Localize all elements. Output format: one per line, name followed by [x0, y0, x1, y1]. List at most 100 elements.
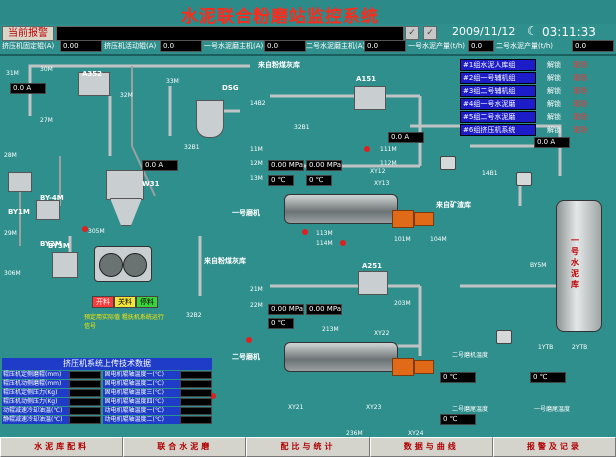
nav-cement-batching[interactable]: 水泥库配料: [0, 437, 124, 457]
title-bar: [0, 0, 616, 24]
label-mill-2: 二号磨机: [232, 353, 260, 361]
mill-2[interactable]: [284, 342, 398, 372]
tag: 2YTB: [572, 344, 588, 351]
status-dot: [210, 393, 216, 399]
clock-icon: ☾: [527, 24, 538, 38]
group-legend: #1组水泥人库组解锁现场 #2组一号辅机组解锁现场 #3组二号辅机组解锁现场 #…: [460, 58, 608, 137]
legend-row[interactable]: #1组水泥人库组解锁现场: [460, 58, 608, 71]
hopper-a151[interactable]: [354, 86, 386, 110]
tag: XY22: [374, 330, 390, 337]
reading-temp: 0 ℃: [530, 372, 566, 383]
status-dot: [364, 146, 370, 152]
tag: 114M: [316, 240, 333, 247]
fan[interactable]: [496, 330, 512, 344]
tag: XY21: [288, 404, 304, 411]
param-value: 0.0: [572, 40, 614, 52]
alarm-display: [56, 26, 404, 41]
roller-left: [99, 253, 123, 277]
dust-collector[interactable]: [196, 100, 224, 138]
mill-1[interactable]: [284, 194, 398, 224]
tag: 30M: [40, 66, 53, 73]
legend-row[interactable]: #5组二号水泥磨解锁现场: [460, 110, 608, 123]
param-value: 0.00: [60, 40, 102, 52]
tag: 306M: [4, 270, 21, 277]
separator: [0, 54, 616, 56]
tag: 111M: [380, 146, 397, 153]
reading-mpa: 0.00 MPa: [306, 160, 342, 171]
page-title: 水泥联合粉磨站监控系统: [181, 7, 379, 27]
legend-row[interactable]: #3组二号辅机组解锁现场: [460, 84, 608, 97]
reading-amps: 0.0 A: [388, 132, 424, 143]
status-dot: [82, 226, 88, 232]
legend-row[interactable]: #6组挤压机系统解锁现场: [460, 123, 608, 136]
tag: XY23: [366, 404, 382, 411]
time-display: 03:11:33: [542, 25, 596, 39]
tag: XY12: [370, 168, 386, 175]
tag: 13M: [250, 175, 263, 182]
mill1-tail-temp-label: 一号磨尾温度: [534, 406, 571, 413]
reading-temp: 0 ℃: [306, 175, 332, 186]
tag: 32B1: [294, 124, 310, 131]
tag: 33M: [166, 78, 179, 85]
fan[interactable]: [516, 172, 532, 186]
cement-silo[interactable]: [556, 200, 602, 332]
bin-by1m[interactable]: [8, 172, 32, 192]
label-a251: A251: [362, 262, 383, 270]
reading-mpa: 0.00 MPa: [306, 304, 342, 315]
panel-title: 挤压机系统上传技术数据: [2, 358, 212, 370]
label-by3m: BY3M: [48, 242, 70, 250]
mill-2-motor[interactable]: [392, 358, 414, 376]
hopper-a251[interactable]: [358, 271, 388, 295]
reading-amps: 0.0 A: [142, 160, 178, 171]
mill-2-gear: [414, 360, 434, 374]
tag: BY5M: [530, 262, 547, 269]
tag: XY24: [408, 430, 424, 437]
tag: 203M: [394, 300, 411, 307]
silo-label: 一号水泥库: [571, 236, 579, 289]
mill-1-motor[interactable]: [392, 210, 414, 228]
param-label: 一号水泥磨主机(A): [204, 42, 264, 50]
mill2-tail-temp-label: 二号磨尾温度: [452, 406, 489, 413]
tag: 29M: [4, 230, 17, 237]
reading-temp: 0 ℃: [268, 318, 294, 329]
tag: XY13: [374, 180, 390, 187]
label-slag: 来自矿渣库: [436, 201, 471, 209]
chip-stop[interactable]: 停料: [136, 296, 158, 308]
fan[interactable]: [440, 156, 456, 170]
bin-by4m[interactable]: [36, 200, 60, 220]
label-a151: A151: [356, 75, 377, 83]
label-fly-ash-2: 来自粉煤灰库: [204, 257, 246, 265]
nav-combined-mill[interactable]: 联合水泥磨: [123, 437, 247, 457]
legend-row[interactable]: #4组一号水泥磨解锁现场: [460, 97, 608, 110]
tag: 32M: [120, 92, 133, 99]
chip-close[interactable]: 关料: [114, 296, 136, 308]
label-fly-ash-1: 来自粉煤灰库: [258, 61, 300, 69]
legend-row[interactable]: #2组一号辅机组解锁现场: [460, 71, 608, 84]
parameter-row: 挤压机固定辊(A) 0.00 挤压机活动辊(A) 0.0 一号水泥磨主机(A) …: [0, 40, 616, 52]
nav-alarm-records[interactable]: 报警及记录: [492, 437, 616, 457]
bin-by3m[interactable]: [52, 252, 78, 278]
weigh-feeder[interactable]: [106, 170, 144, 200]
tag: 14B1: [482, 170, 498, 177]
tag: 27M: [40, 117, 53, 124]
label-a352: A352: [82, 70, 103, 78]
checkbox-2[interactable]: ✓: [423, 26, 437, 40]
tag: 32B2: [186, 312, 202, 319]
reading-temp: 0 ℃: [440, 372, 476, 383]
status-dot: [302, 229, 308, 235]
bottom-nav: 水泥库配料 联合水泥磨 配比与统计 数据与曲线 报警及记录: [0, 437, 616, 457]
nav-data-curves[interactable]: 数据与曲线: [369, 437, 493, 457]
tag: 14B2: [250, 100, 266, 107]
param-label: 挤压机活动辊(A): [104, 42, 157, 50]
param-label: 二号水泥产量(t/h): [496, 42, 554, 50]
mill-1-gear: [414, 212, 434, 226]
nav-ratio-stats[interactable]: 配比与统计: [246, 437, 370, 457]
reading-amps: 0.0 A: [534, 137, 570, 148]
reading-temp: 0 ℃: [440, 414, 476, 425]
hopper-a352[interactable]: [78, 72, 110, 96]
label-by4m: BY-4M: [40, 194, 64, 202]
chip-open[interactable]: 开料: [92, 296, 114, 308]
mill2-temp-label: 二号磨机温度: [452, 352, 489, 359]
roller-press[interactable]: [94, 246, 152, 282]
checkbox-1[interactable]: ✓: [405, 26, 419, 40]
